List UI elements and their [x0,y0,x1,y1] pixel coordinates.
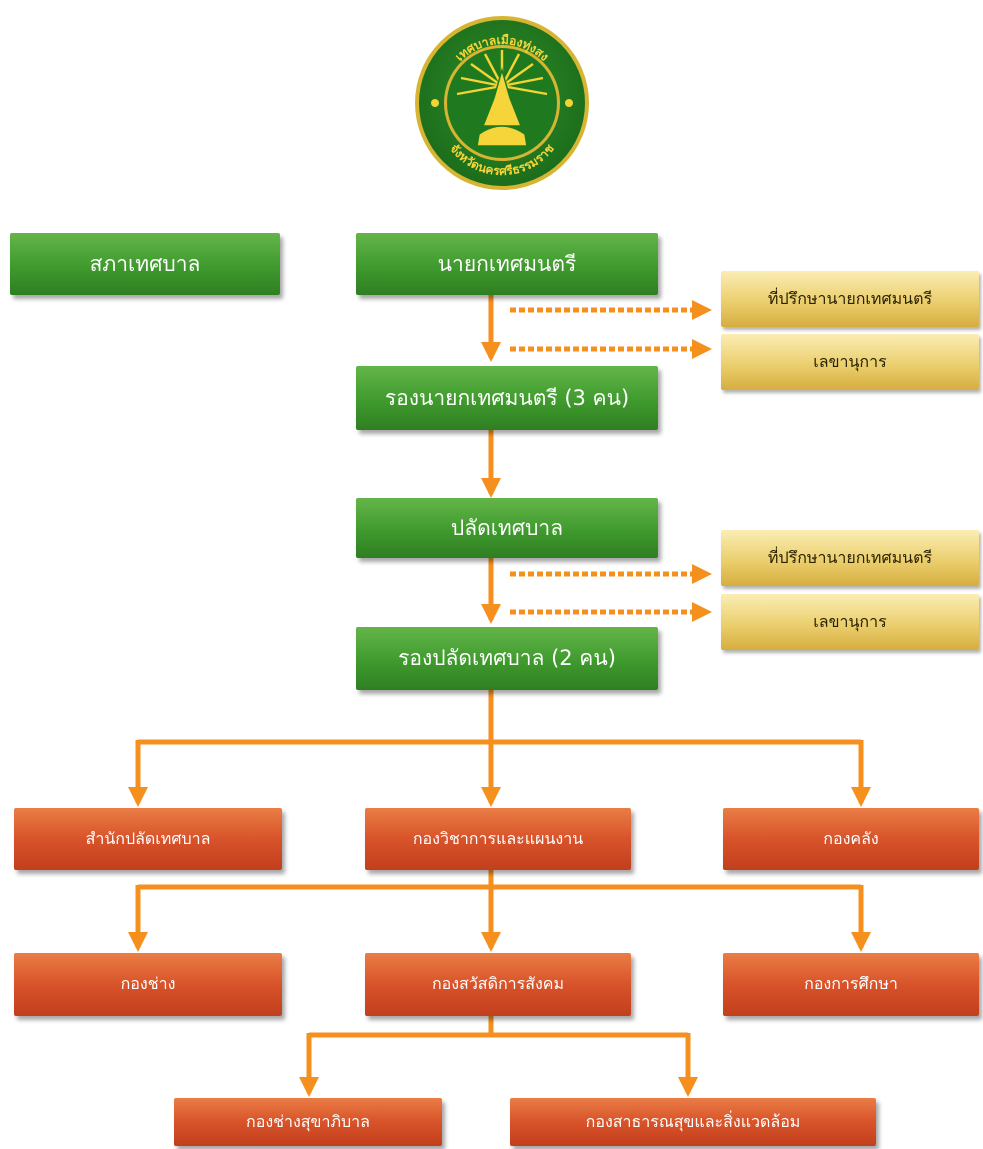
node-social-welfare: กองสวัสดิการสังคม [365,953,631,1016]
node-public-health: กองสาธารณสุขและสิ่งแวดล้อม [510,1098,876,1146]
node-education-label: กองการศึกษา [804,974,898,993]
node-mayor-label: นายกเทศมนตรี [437,251,577,276]
node-education: กองการศึกษา [723,953,979,1016]
node-engineering-label: กองช่าง [120,974,176,993]
node-mayor-secretary-label: เลขานุการ [813,351,887,371]
node-academic-planning: กองวิชาการและแผนงาน [365,808,631,870]
node-mayor: นายกเทศมนตรี [356,233,658,295]
node-mayor-advisor-label: ที่ปรึกษานายกเทศมนตรี [767,288,933,308]
node-clerk-secretary: เลขานุการ [721,594,979,650]
node-clerk-office: สำนักปลัดเทศบาล [14,808,282,870]
sunburst-rays [456,50,548,96]
node-finance-label: กองคลัง [823,828,879,848]
node-deputy-clerk-label: รองปลัดเทศบาล (2 คน) [398,646,616,670]
node-clerk-office-label: สำนักปลัดเทศบาล [85,828,211,848]
node-clerk: ปลัดเทศบาล [356,498,658,558]
node-clerk-secretary-label: เลขานุการ [813,611,887,631]
node-sanitation-label: กองช่างสุขาภิบาล [246,1111,370,1131]
node-council: สภาเทศบาล [10,233,280,295]
node-clerk-advisor: ที่ปรึกษานายกเทศมนตรี [721,530,979,586]
node-clerk-advisor-label: ที่ปรึกษานายกเทศมนตรี [767,547,933,567]
node-sanitation: กองช่างสุขาภิบาล [174,1098,442,1146]
node-mayor-advisor: ที่ปรึกษานายกเทศมนตรี [721,271,979,327]
node-council-label: สภาเทศบาล [89,251,201,276]
node-deputy-mayor: รองนายกเทศมนตรี (3 คน) [356,366,658,430]
municipality-seal: เทศบาลเมืองทุ่งสง จังหวัดนครศรีธรรมราช [415,16,589,190]
node-deputy-clerk: รองปลัดเทศบาล (2 คน) [356,627,658,690]
node-finance: กองคลัง [723,808,979,870]
node-engineering: กองช่าง [14,953,282,1016]
node-mayor-secretary: เลขานุการ [721,334,979,390]
node-public-health-label: กองสาธารณสุขและสิ่งแวดล้อม [585,1111,801,1131]
node-deputy-mayor-label: รองนายกเทศมนตรี (3 คน) [384,385,630,410]
node-social-welfare-label: กองสวัสดิการสังคม [431,974,565,993]
node-clerk-label: ปลัดเทศบาล [450,515,564,540]
node-academic-planning-label: กองวิชาการและแผนงาน [412,828,584,848]
